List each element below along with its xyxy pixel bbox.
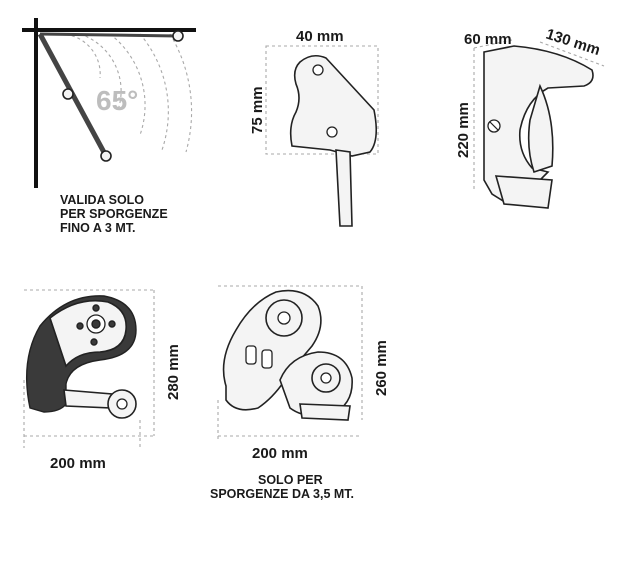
bracket-tongue xyxy=(335,149,353,227)
arm-end-joint xyxy=(100,150,112,162)
bracket-body xyxy=(483,45,594,205)
arm-horizontal xyxy=(39,32,179,38)
note-line-1: VALIDA SOLO xyxy=(60,193,144,207)
mount-bolt-bottom xyxy=(90,338,98,346)
angle-arc-5 xyxy=(169,33,193,153)
mechanism-base xyxy=(299,403,351,421)
angle-arc-3 xyxy=(109,33,146,136)
height-label: 75 mm xyxy=(249,86,266,134)
bracket-foot xyxy=(494,175,553,209)
mount-face xyxy=(49,299,127,368)
screw-slot xyxy=(489,121,499,131)
note-line-2: PER SPORGENZE xyxy=(60,207,168,221)
width-label: 40 mm xyxy=(296,28,344,45)
mount-bolt-left xyxy=(76,322,84,330)
figure-mechanism-200x260: 200 mm 260 mm SOLO PER SPORGENZE DA 3,5 … xyxy=(210,285,390,501)
figure-mount-200x280: 200 mm 280 mm xyxy=(23,289,182,472)
mount-bolt-top xyxy=(92,304,100,312)
mount-arm xyxy=(63,389,113,409)
bounding-guide xyxy=(265,45,379,155)
figure-bracket-60x130x220: 60 mm 130 mm 220 mm xyxy=(455,26,605,209)
bracket-plate xyxy=(289,54,378,157)
width-label: 200 mm xyxy=(50,455,106,472)
mechanism-roller-hub xyxy=(320,372,332,384)
height-label: 280 mm xyxy=(165,344,182,400)
figure-arm-angle: 65° VALIDA SOLO PER SPORGENZE FINO A 3 M… xyxy=(22,18,196,235)
mount-roller-hub xyxy=(116,398,128,410)
width-guide xyxy=(473,39,513,49)
note-line-3: FINO A 3 MT. xyxy=(60,221,135,235)
mount-bolt-right xyxy=(108,320,116,328)
angle-label: 65° xyxy=(96,85,138,116)
height-label: 260 mm xyxy=(373,340,390,396)
bracket-hole-top xyxy=(312,64,324,76)
depth-guide xyxy=(539,41,605,67)
width-label: 60 mm xyxy=(464,31,512,48)
mechanism-slot-1 xyxy=(245,345,257,365)
arm-top-joint xyxy=(172,30,184,42)
bracket-arm xyxy=(527,83,554,174)
angle-arc-4 xyxy=(139,33,169,151)
arm-joint xyxy=(62,88,74,100)
mount-center-pin xyxy=(91,319,101,329)
note-line-1: SOLO PER xyxy=(258,473,323,487)
mechanism-pivot-hub xyxy=(277,311,291,325)
bracket-hole-bottom xyxy=(326,126,338,138)
height-label: 220 mm xyxy=(455,102,472,158)
note-line-2: SPORGENZE DA 3,5 MT. xyxy=(210,487,354,501)
figure-bracket-40x75: 40 mm 75 mm xyxy=(249,28,379,227)
mechanism-slot-2 xyxy=(261,349,273,369)
angle-arc-1 xyxy=(59,33,101,79)
width-label: 200 mm xyxy=(252,445,308,462)
